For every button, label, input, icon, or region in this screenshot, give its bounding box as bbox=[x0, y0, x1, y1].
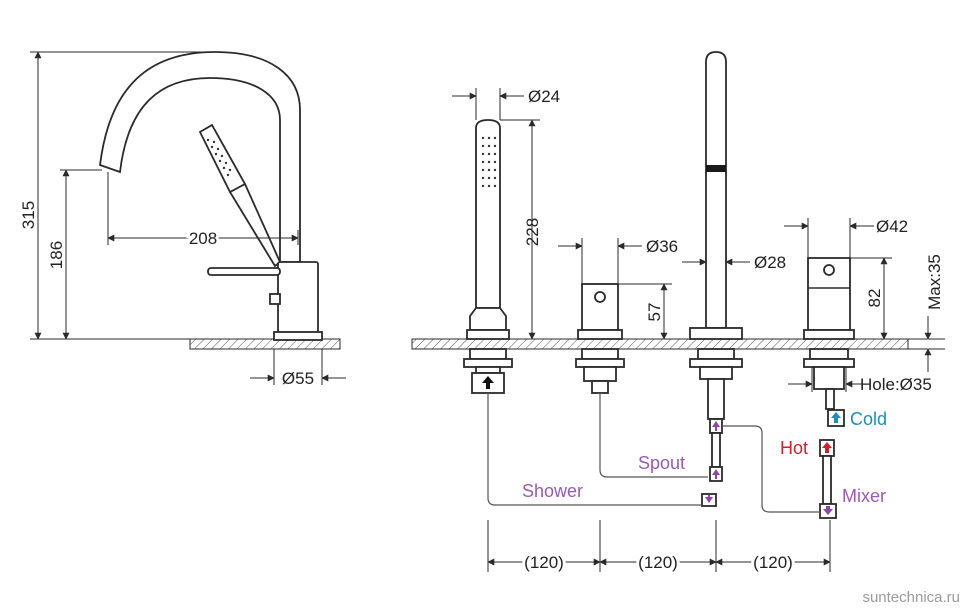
hot-arrow-icon bbox=[822, 442, 832, 453]
label-shower: Shower bbox=[522, 481, 583, 501]
dim-hole: Hole:Ø35 bbox=[860, 375, 932, 394]
shower-arrow-icon bbox=[482, 376, 494, 389]
deck-right bbox=[411, 338, 909, 350]
dim-spacing-3: (120) bbox=[753, 553, 793, 572]
dim-height-total: 315 bbox=[19, 201, 38, 229]
front-view: Ø24 228 Ø36 57 Ø28 Ø42 82 Max:35 bbox=[411, 51, 945, 575]
side-handshower-texture bbox=[206, 138, 232, 177]
side-button bbox=[269, 293, 281, 305]
dim-max-deck: Max:35 bbox=[925, 254, 944, 310]
dim-diverter-diameter: Ø36 bbox=[646, 237, 678, 256]
dim-mixer-height: 82 bbox=[865, 289, 884, 308]
dim-mixer-diameter: Ø42 bbox=[876, 217, 908, 236]
side-body bbox=[277, 261, 319, 335]
diverter-unit bbox=[575, 283, 625, 394]
dim-spout-reach: 208 bbox=[189, 229, 217, 248]
deck-left bbox=[189, 338, 341, 350]
cold-arrow-icon bbox=[831, 412, 841, 423]
label-hot: Hot bbox=[780, 438, 808, 458]
watermark: suntechnica.ru bbox=[862, 589, 960, 606]
hose-spout bbox=[599, 393, 708, 478]
spout-unit bbox=[689, 51, 743, 507]
side-lever bbox=[207, 267, 281, 276]
label-cold: Cold bbox=[850, 409, 887, 429]
dim-spout-diameter: Ø28 bbox=[754, 253, 786, 272]
label-spout: Spout bbox=[638, 453, 685, 473]
dim-spout-height: 186 bbox=[47, 241, 66, 269]
dim-spacing-1: (120) bbox=[524, 553, 564, 572]
hose-mixer bbox=[722, 425, 820, 513]
dim-spacing-2: (120) bbox=[638, 553, 678, 572]
side-view: 315 186 208 Ø55 bbox=[19, 51, 346, 388]
handshower-unit bbox=[463, 119, 513, 394]
dim-diverter-height: 57 bbox=[645, 303, 664, 322]
dim-base-diameter: Ø55 bbox=[282, 369, 314, 388]
dim-shower-length: 228 bbox=[523, 218, 542, 246]
dim-shower-diameter: Ø24 bbox=[528, 87, 560, 106]
hose-shower bbox=[487, 393, 702, 506]
label-mixer: Mixer bbox=[842, 486, 886, 506]
mixer-unit bbox=[803, 257, 855, 519]
side-base bbox=[273, 331, 323, 341]
